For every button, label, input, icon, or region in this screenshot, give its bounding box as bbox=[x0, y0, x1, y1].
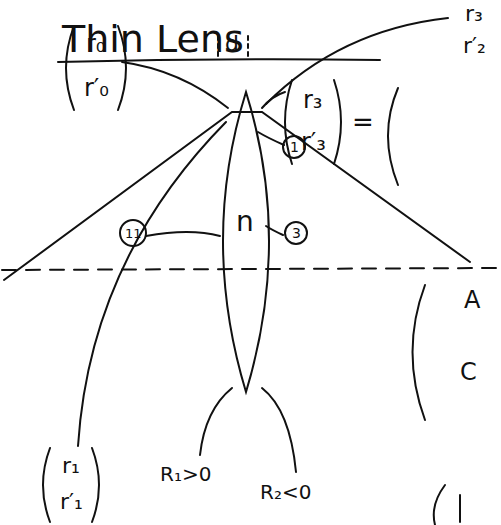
callout-number: 11 bbox=[125, 227, 142, 240]
ray-symbol: r₃ bbox=[303, 88, 323, 112]
refractive-index: n bbox=[236, 208, 254, 236]
ray-symbol: r₃ bbox=[465, 3, 483, 25]
bracket bbox=[92, 448, 99, 522]
equals-sign: = bbox=[352, 109, 374, 135]
leader-line bbox=[262, 92, 285, 108]
leader-line bbox=[258, 132, 284, 145]
leader-line bbox=[200, 388, 232, 455]
ray-symbol: r′₂ bbox=[463, 35, 486, 57]
ray-symbol: r′₃ bbox=[301, 130, 326, 154]
radius-label: R₂<0 bbox=[260, 482, 311, 502]
bracket bbox=[43, 448, 50, 522]
leader-line bbox=[266, 18, 448, 104]
bracket bbox=[459, 495, 461, 522]
light-ray bbox=[4, 112, 470, 280]
ray-symbol: r₀ bbox=[86, 32, 106, 56]
title-underline bbox=[58, 59, 380, 62]
leader-line bbox=[266, 226, 283, 235]
leader-line bbox=[146, 232, 220, 236]
leader-line bbox=[262, 388, 296, 472]
ray-symbol: r′₁ bbox=[60, 491, 83, 513]
ray-symbol: r₁ bbox=[62, 455, 80, 477]
matrix-element: A bbox=[464, 288, 480, 312]
callout-circle bbox=[285, 222, 307, 244]
lens-outline bbox=[223, 92, 269, 392]
leader-line bbox=[122, 62, 228, 108]
matrix-element: C bbox=[460, 360, 477, 384]
bracket bbox=[334, 80, 341, 164]
callout-circle bbox=[120, 220, 146, 246]
callout-number: 1 bbox=[290, 140, 299, 154]
dimension-label: d bbox=[225, 33, 239, 55]
bracket bbox=[388, 88, 398, 185]
ray-symbol: r′₀ bbox=[84, 76, 109, 100]
callout-number: 3 bbox=[292, 226, 301, 240]
optical-axis bbox=[2, 268, 500, 270]
leader-line bbox=[78, 122, 226, 446]
radius-label: R₁>0 bbox=[160, 464, 211, 484]
bracket bbox=[434, 485, 445, 525]
bracket bbox=[413, 285, 426, 420]
